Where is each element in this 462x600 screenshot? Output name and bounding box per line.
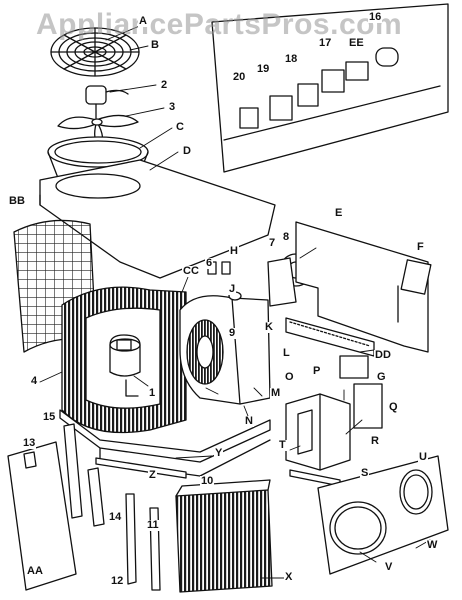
callout-M: M <box>270 387 282 399</box>
duct-plate <box>353 383 383 429</box>
callout-P: P <box>312 365 322 377</box>
callout-S: S <box>360 467 370 479</box>
callout-G: G <box>376 371 387 383</box>
callout-7: 7 <box>268 237 277 249</box>
duct-transition <box>285 393 351 487</box>
front-panel <box>317 455 449 575</box>
callout-Q: Q <box>388 401 399 413</box>
callout-X: X <box>284 571 294 583</box>
callout-AA: AA <box>26 565 44 577</box>
callout-13: 13 <box>22 437 37 449</box>
compressor <box>109 334 141 397</box>
callout-U: U <box>418 451 428 463</box>
callout-L: L <box>282 347 291 359</box>
callout-EE: EE <box>348 37 365 49</box>
callout-4: 4 <box>30 375 39 387</box>
callout-R: R <box>370 435 380 447</box>
panel-brackets <box>23 423 105 527</box>
callout-3: 3 <box>168 101 177 113</box>
callout-9: 9 <box>228 327 237 339</box>
callout-6: 6 <box>205 257 214 269</box>
top-panel <box>39 159 276 279</box>
callout-N: N <box>244 415 254 427</box>
callout-W: W <box>426 539 439 551</box>
side-access-panel <box>7 441 77 591</box>
callout-K: K <box>264 321 274 333</box>
callout-A: A <box>138 15 148 27</box>
callout-12: 12 <box>110 575 125 587</box>
evaporator-coil <box>175 479 273 593</box>
callout-Y: Y <box>214 447 224 459</box>
callout-DD: DD <box>374 349 392 361</box>
callout-O: O <box>284 371 295 383</box>
callout-J: J <box>228 283 237 295</box>
control-inset <box>211 3 449 173</box>
callout-15: 15 <box>42 411 57 423</box>
callout-1: 1 <box>148 387 157 399</box>
coil-brackets <box>125 493 161 591</box>
callout-20: 20 <box>232 71 247 83</box>
callout-16: 16 <box>368 11 383 23</box>
control-box <box>339 355 369 379</box>
blower-housing <box>179 295 271 405</box>
callout-8: 8 <box>282 231 291 243</box>
callout-V: V <box>384 561 394 573</box>
callout-C: C <box>175 121 185 133</box>
fan-guard <box>50 27 140 77</box>
callout-11: 11 <box>146 519 160 531</box>
callout-Z: Z <box>148 469 157 481</box>
callout-CC: CC <box>182 265 200 277</box>
callout-B: B <box>150 39 160 51</box>
callout-BB: BB <box>8 195 26 207</box>
callout-10: 10 <box>200 475 215 487</box>
callout-D: D <box>182 145 192 157</box>
angle-bracket <box>95 457 187 479</box>
callout-2: 2 <box>160 79 169 91</box>
fan-motor <box>85 85 129 119</box>
callout-17: 17 <box>318 37 333 49</box>
callout-H: H <box>229 245 239 257</box>
callout-T: T <box>278 439 287 451</box>
callout-14: 14 <box>108 511 123 523</box>
callout-19: 19 <box>256 63 271 75</box>
callout-F: F <box>416 241 425 253</box>
callout-E: E <box>334 207 344 219</box>
access-plate <box>400 259 432 295</box>
callout-18: 18 <box>284 53 299 65</box>
leader-lines <box>39 24 431 579</box>
